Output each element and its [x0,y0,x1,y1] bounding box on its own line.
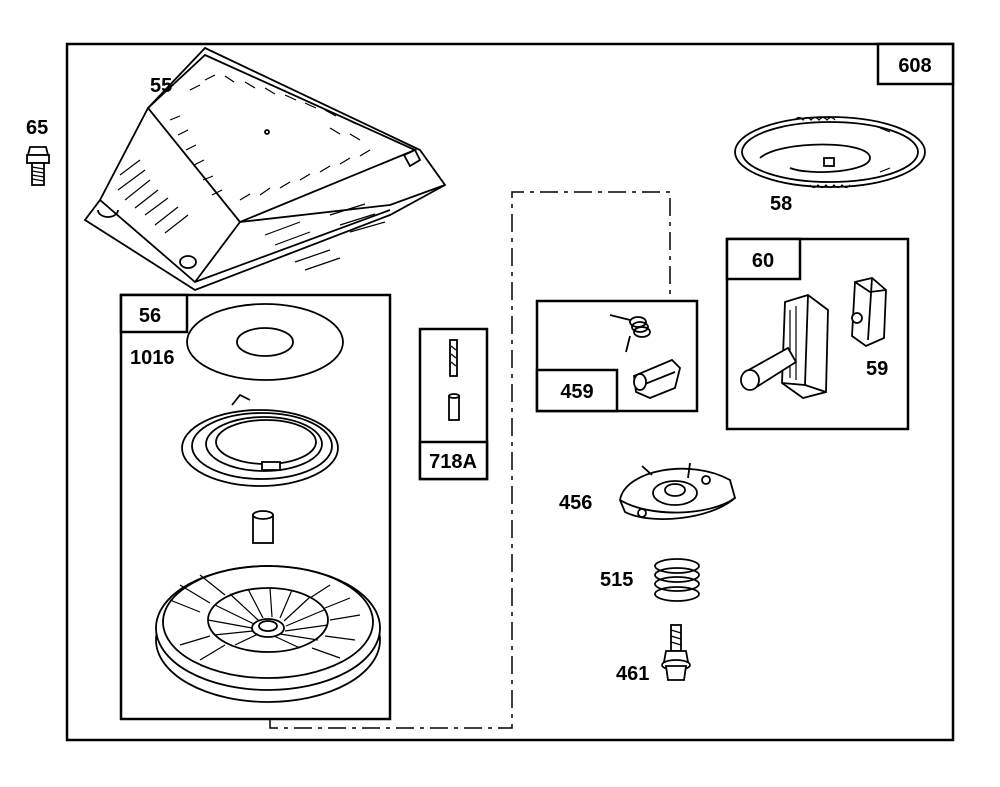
dog-kit-label: 459 [560,381,593,403]
screw-icon [661,624,691,681]
retainer-roller-icon [252,510,274,544]
assembly-label: 608 [898,55,931,77]
recoil-spring-icon [181,393,339,487]
spring-icon [654,558,700,602]
assembly-tag: 608 [876,42,955,86]
starter-kit-label: 56 [139,305,161,327]
pulley-icon [155,565,381,703]
handle-icon [740,294,829,399]
screw-label: 461 [616,663,649,685]
pin-kit-label: 718A [429,451,477,473]
dog-spring-icon [609,314,651,353]
spring-washer-icon [186,303,344,381]
rope-label: 58 [770,193,792,215]
rope-icon [734,116,926,189]
pin-icon [449,339,458,377]
housing-label: 55 [150,75,172,97]
retainer-label: 456 [559,492,592,514]
assembly-frame [65,42,955,742]
bolt-label: 65 [26,117,48,139]
bolt-icon [26,146,50,186]
spring-washer-label: 1016 [130,347,175,369]
retainer-icon [619,462,737,520]
dog-kit-tag: 459 [535,368,619,413]
spring-label: 515 [600,569,633,591]
housing-icon [83,46,447,292]
starter-kit-box [119,293,392,721]
handle-kit-label: 60 [752,250,774,272]
pin-kit-tag: 718A [418,440,489,481]
handle-insert-icon [851,277,887,348]
roller-icon [448,393,460,421]
handle-kit-box [725,237,910,431]
starter-kit-tag: 56 [119,293,189,334]
connector-line [269,191,671,729]
handle-kit-tag: 60 [725,237,802,281]
handle-insert-label: 59 [866,358,888,380]
starter-dog-icon [633,358,681,399]
